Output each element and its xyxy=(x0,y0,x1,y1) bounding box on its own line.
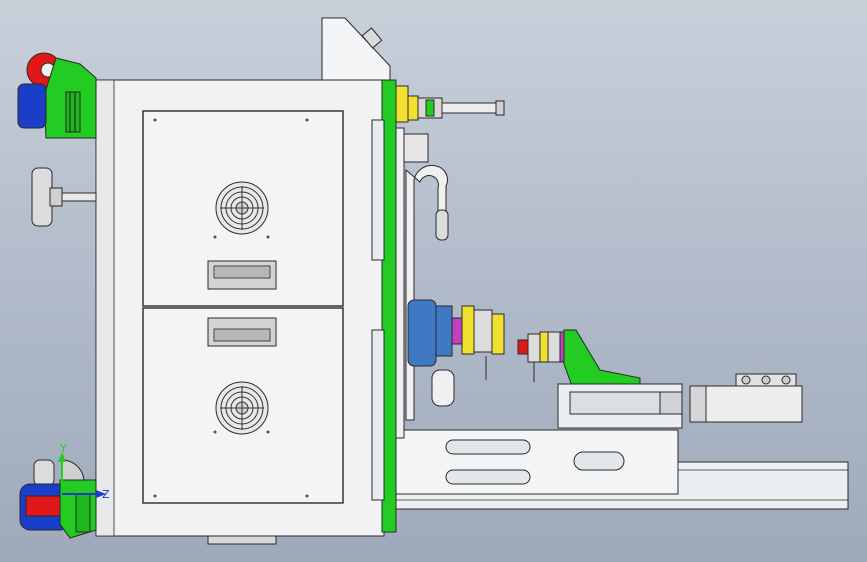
servo-motor xyxy=(689,373,803,423)
clamp-assembly-left xyxy=(407,299,505,407)
drawer-handle-icon xyxy=(207,317,277,347)
linear-stage xyxy=(557,383,683,429)
fan-grille-icon xyxy=(215,181,269,235)
drawer-handle-icon xyxy=(207,260,277,290)
triad-y-label: Y xyxy=(59,442,67,455)
cable-hook xyxy=(403,133,449,421)
clamp-assembly-right xyxy=(517,329,641,387)
fan-grille-icon xyxy=(215,381,269,435)
coordinate-triad: Y Z xyxy=(58,442,110,501)
pneumatic-cylinder xyxy=(407,95,505,121)
caster-wheel-icon xyxy=(19,459,97,539)
green-vertical-frame xyxy=(371,79,409,533)
base-beam xyxy=(395,429,679,495)
leveling-foot xyxy=(31,167,97,227)
triad-z-label: Z xyxy=(102,488,110,501)
caster-wheel-icon xyxy=(17,52,97,139)
cabinet xyxy=(95,17,391,545)
